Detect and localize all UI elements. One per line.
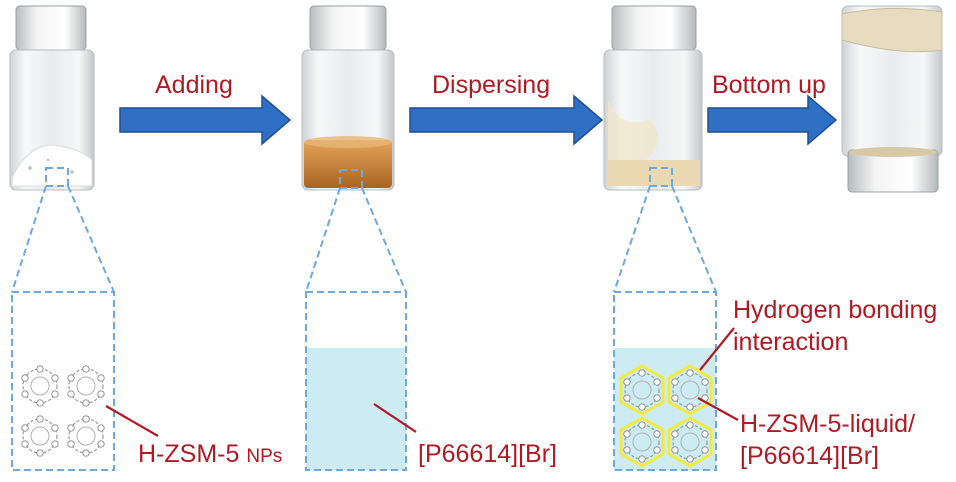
label-composite-line2: [P66614][Br] [740,442,879,471]
ionic-liquid-fill [306,348,406,470]
label-hzsm5: H-ZSM-5 NPs [138,440,282,469]
vial-amber-liquid [302,6,394,190]
arrow-bottom-up [708,96,836,144]
label-hbond-line2: interaction [733,328,848,357]
vial-dispersed [604,6,702,190]
label-composite-line1: H-ZSM-5-liquid/ [740,410,915,439]
label-nps: NPs [246,446,282,467]
label-hzsm5-main: H-ZSM-5 [138,440,239,468]
arrow-adding [120,96,290,144]
vial-inverted [842,6,942,192]
label-ionic-liquid: [P66614][Br] [418,440,557,469]
step-label-adding: Adding [155,71,233,100]
step-label-bottom-up: Bottom up [712,71,826,100]
step-label-dispersing: Dispersing [432,71,550,100]
vial-powder [10,6,94,190]
label-hbond-line1: Hydrogen bonding [733,296,937,325]
zeolite-particles [22,366,104,456]
arrow-dispersing [410,96,602,144]
